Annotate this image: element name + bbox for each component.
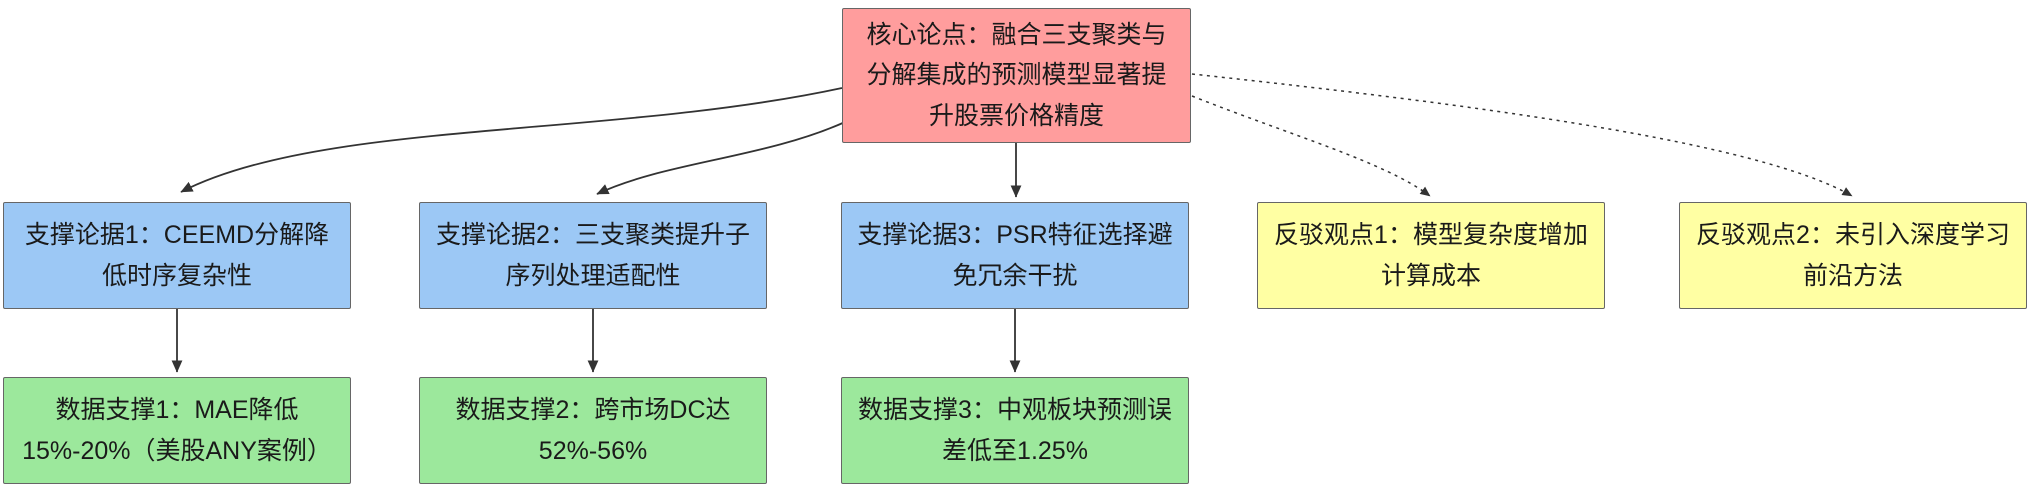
node-core-thesis-label: 核心论点：融合三支聚类与分解集成的预测模型显著提升股票价格精度 (866, 20, 1167, 130)
node-support-1: 支撑论据1：CEEMD分解降低时序复杂性 (3, 202, 351, 309)
node-evidence-3-label: 数据支撑3：中观板块预测误差低至1.25% (858, 396, 1172, 465)
node-support-1-label: 支撑论据1：CEEMD分解降低时序复杂性 (24, 221, 330, 290)
edge-core-to-support2 (596, 121, 846, 195)
node-support-2-label: 支撑论据2：三支聚类提升子序列处理适配性 (436, 221, 750, 290)
node-support-2: 支撑论据2：三支聚类提升子序列处理适配性 (419, 202, 767, 309)
node-rebuttal-2: 反驳观点2：未引入深度学习前沿方法 (1679, 202, 2027, 309)
edge-core-to-rebuttal2 (1191, 73, 1853, 197)
node-evidence-1: 数据支撑1：MAE降低15%-20%（美股ANY案例） (3, 377, 351, 484)
edge-core-to-support1 (180, 87, 843, 193)
node-rebuttal-2-label: 反驳观点2：未引入深度学习前沿方法 (1696, 221, 2010, 290)
edge-core-to-rebuttal1 (1191, 95, 1431, 197)
node-evidence-1-label: 数据支撑1：MAE降低15%-20%（美股ANY案例） (22, 396, 332, 465)
node-core-thesis: 核心论点：融合三支聚类与分解集成的预测模型显著提升股票价格精度 (842, 8, 1191, 143)
node-evidence-3: 数据支撑3：中观板块预测误差低至1.25% (841, 377, 1189, 484)
node-support-3: 支撑论据3：PSR特征选择避免冗余干扰 (841, 202, 1189, 309)
node-rebuttal-1-label: 反驳观点1：模型复杂度增加计算成本 (1274, 221, 1588, 290)
node-evidence-2-label: 数据支撑2：跨市场DC达52%-56% (455, 396, 731, 465)
node-rebuttal-1: 反驳观点1：模型复杂度增加计算成本 (1257, 202, 1605, 309)
node-evidence-2: 数据支撑2：跨市场DC达52%-56% (419, 377, 767, 484)
node-support-3-label: 支撑论据3：PSR特征选择避免冗余干扰 (857, 221, 1173, 290)
